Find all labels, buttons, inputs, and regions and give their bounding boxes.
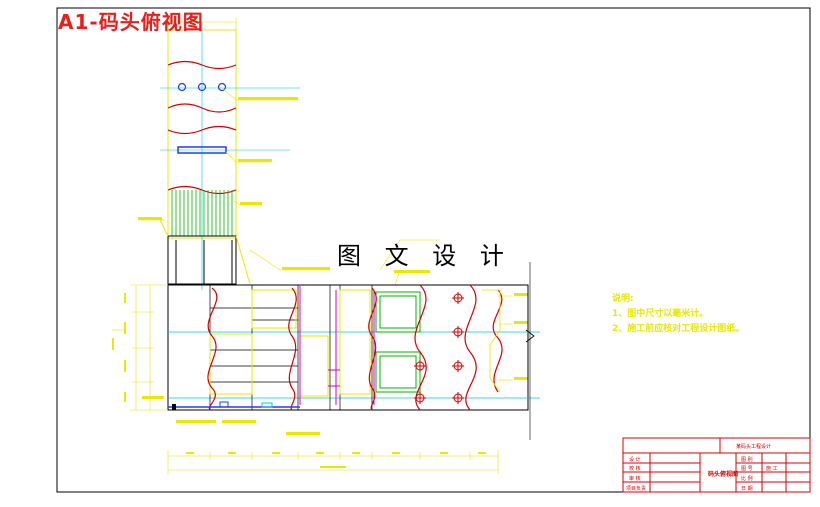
title-block: [622, 437, 811, 493]
horizontal-dimension: [167, 450, 499, 474]
notes-line: 1、图中尺寸以毫米计。: [612, 309, 709, 319]
title-block-label: 图 号: [741, 466, 753, 472]
vertical-dimension: [112, 284, 168, 411]
title-block-label: 图 别: [741, 457, 753, 463]
bollard-icon: [217, 82, 227, 92]
title-block-label: 校 核: [629, 466, 641, 472]
drawing-frame: [56, 7, 811, 493]
drawing-title: A1-码头俯视图: [58, 10, 204, 34]
fender-icon: [177, 146, 227, 154]
title-block-label: 项目负责: [626, 486, 647, 492]
title-block-value: 施 工: [766, 466, 778, 472]
quay-structure: [167, 262, 540, 440]
title-block-label: 比 例: [741, 476, 753, 482]
bollard-icon: [197, 82, 207, 92]
pier-structure: [159, 18, 300, 290]
title-block-label: 审 核: [629, 476, 641, 482]
title-block-label: 设 计: [629, 457, 641, 463]
label-placeholders: [138, 97, 528, 435]
watermark-text: 图 文 设 计: [337, 242, 512, 270]
notes-block: 说明: 1、图中尺寸以毫米计。 2、施工前应核对工程设计图纸。: [612, 292, 744, 337]
title-block-project: 某码头工程设计: [736, 444, 772, 450]
notes-heading: 说明:: [612, 294, 634, 304]
title-block-label: 日 期: [741, 486, 753, 492]
bollard-icon: [177, 82, 187, 92]
notes-line: 2、施工前应核对工程设计图纸。: [612, 324, 745, 334]
title-block-drawing-name: 码头俯视图: [708, 471, 739, 478]
